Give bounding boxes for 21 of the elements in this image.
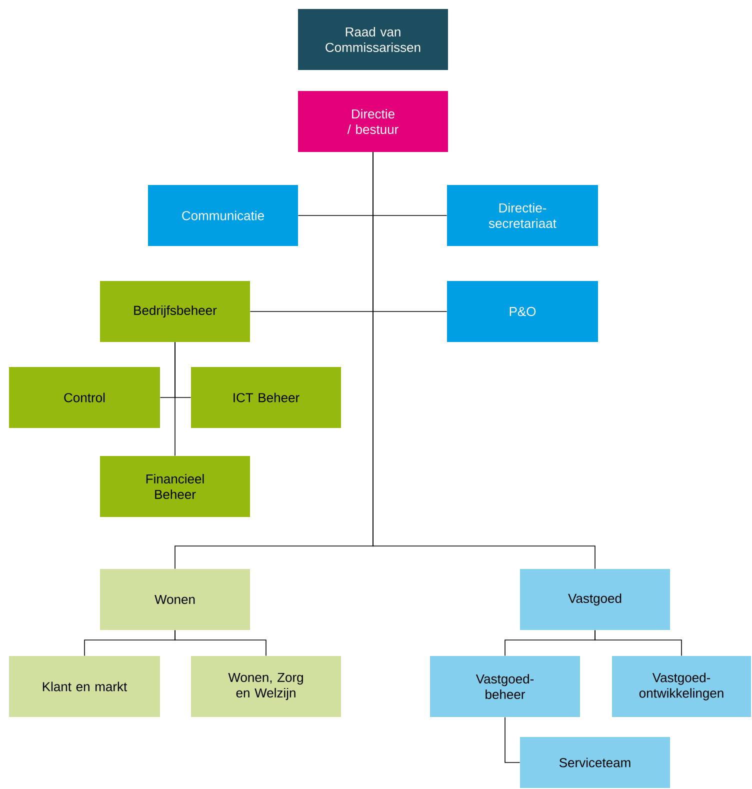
org-box: ICT Beheer <box>191 367 341 428</box>
org-box: Control <box>9 367 160 428</box>
org-box: Directie-secretariaat <box>447 185 598 246</box>
org-box: Vastgoed <box>520 569 670 630</box>
connector-line <box>372 152 596 570</box>
connector-line <box>174 630 266 656</box>
org-box: Directie / bestuur <box>298 91 448 152</box>
org-box: Vastgoed-ontwikkelingen <box>612 656 751 717</box>
connector-line <box>174 342 176 456</box>
org-box: Wonen <box>100 569 250 630</box>
org-box: Serviceteam <box>520 737 670 788</box>
connector-line <box>594 630 682 656</box>
org-box: Wonen, Zorg en Welzijn <box>191 656 341 717</box>
org-box: Klant en markt <box>9 656 160 717</box>
org-box: Raad van Commissarissen <box>298 9 448 70</box>
connector-line <box>504 716 520 763</box>
org-box: P&O <box>447 281 598 342</box>
org-box: Vastgoed-beheer <box>430 656 580 717</box>
org-box: Bedrijfsbeheer <box>100 281 250 342</box>
org-box: Financieel Beheer <box>100 456 250 517</box>
org-box: Communicatie <box>148 185 298 246</box>
